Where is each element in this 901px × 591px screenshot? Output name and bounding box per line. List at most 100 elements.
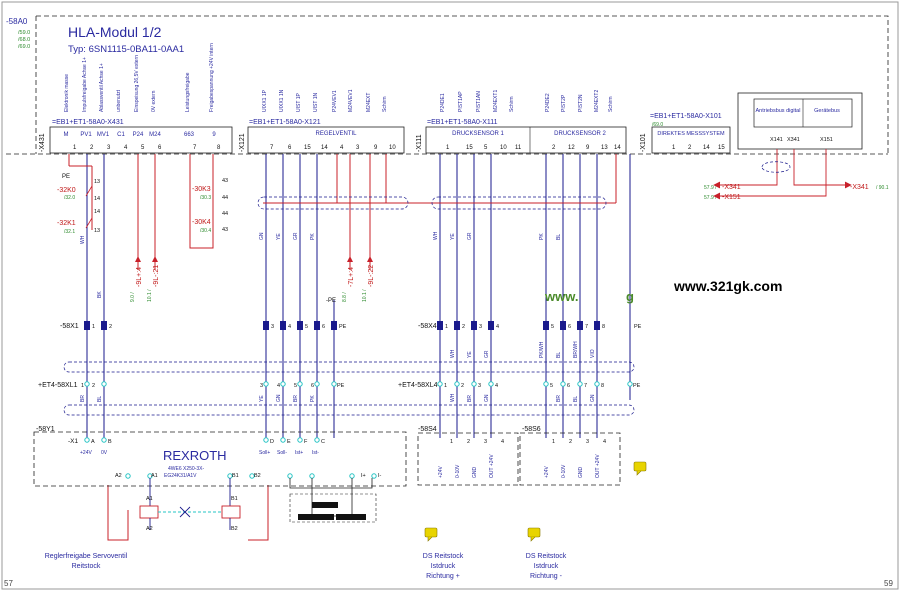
x431-pin-number: 5 — [141, 145, 145, 151]
note-icon[interactable] — [633, 461, 647, 476]
position-sensor-icon — [289, 478, 377, 523]
x111-id: -X111 — [416, 134, 423, 152]
x101-pin-number: 15 — [718, 145, 725, 151]
xl4-number: 5 — [550, 383, 553, 389]
x4-terminal-number: 8 — [602, 324, 605, 330]
x431-pin-number: 1 — [73, 145, 77, 151]
x4-terminal-id: -58X4 — [418, 323, 437, 330]
note-ds1-line: Richtung + — [426, 573, 460, 580]
xl4-number: 3 — [478, 383, 481, 389]
watermark-partial: www. — [544, 289, 578, 304]
note-regler-line: Reitstock — [72, 563, 101, 570]
wire-color: WH — [450, 393, 456, 402]
wire-color: GN — [590, 394, 596, 402]
x4-terminal-number: 4 — [496, 324, 499, 330]
x341-out-ref: / 90.1 — [876, 185, 889, 191]
valve-x2-pin: F — [304, 439, 308, 445]
x431-pin-number: 2 — [90, 145, 94, 151]
x121-block — [247, 126, 405, 154]
relay-k4-b: 43 — [222, 227, 228, 233]
x111-block — [425, 126, 627, 154]
xl4-id: +ET4-58XL4 — [398, 382, 438, 389]
x111-pin-number: 14 — [614, 145, 621, 151]
x431-pin-labels: M PV1 MV1 C1 P24 M24 663 9 — [64, 132, 217, 138]
x431-id: -X431 — [39, 133, 46, 152]
valve-port: A1 — [151, 473, 158, 479]
x121-pin-number: 15 — [304, 145, 311, 151]
xl1-number: 3 — [260, 383, 263, 389]
wire-color: BR/WH — [573, 341, 579, 358]
pe-label: -PE — [326, 298, 336, 304]
x111-signal-name: PIST2P — [561, 94, 567, 112]
module-frame — [35, 15, 889, 154]
note-icon[interactable] — [527, 527, 541, 542]
power-ref-label: -9L+:4 — [136, 267, 143, 287]
power-ref-label: -7L+:4 — [348, 267, 355, 287]
wire-color: WH — [450, 349, 456, 358]
wire-color: PK — [539, 233, 545, 240]
wire-color: YE — [276, 233, 282, 240]
x121-terminal-number: 6 — [322, 324, 325, 330]
xl1-number: 1 — [81, 383, 84, 389]
valve-port-lower: B2 — [231, 526, 238, 532]
x1-terminal-id: -58X1 — [60, 323, 79, 330]
valve-id: -58Y1 — [36, 426, 55, 433]
note-ds2-line: DS Reitstock — [526, 553, 567, 560]
terminal — [314, 321, 320, 330]
x341-in-label: -X341 — [722, 184, 741, 191]
note-ds2-line: Richtung - — [530, 573, 563, 580]
x111-signal-name: Schirm — [608, 96, 614, 112]
valve-x2-pin: D — [270, 439, 274, 445]
valve-port-lower: A1 — [146, 496, 153, 502]
wire-color: WH — [433, 231, 439, 240]
x431-block — [49, 126, 233, 154]
terminal — [84, 321, 90, 330]
x431-signal-name: Elektronik masse — [64, 74, 70, 112]
x431-pin-label: M24 — [149, 132, 161, 138]
terminal — [263, 321, 269, 330]
relay-k1-ref: /32.1 — [64, 229, 75, 235]
valve-port-lower: A2 — [146, 526, 153, 532]
x432-pin-number: 8 — [217, 145, 221, 151]
x431-signal-name: unbenutzt — [116, 89, 122, 112]
x121-signal-name: M24VEV1 — [348, 89, 354, 112]
wire-color: YE — [450, 233, 456, 240]
x431-pin-numbers: 1 2 3 4 5 6 7 8 — [73, 145, 221, 151]
relay-k3-id: -30K3 — [192, 186, 211, 193]
x111-signal-name: M24EXT1 — [493, 90, 499, 112]
x431-pin-label: M — [64, 132, 69, 138]
bus-box-outer — [737, 92, 863, 150]
xl4-number: 4 — [495, 383, 498, 389]
x432-pin-label: 9 — [212, 132, 216, 138]
note-icon[interactable] — [424, 527, 438, 542]
module-type: Typ: 6SN1115-0BA11-0AA1 — [68, 44, 184, 55]
sensor-s6-pin: 4 — [603, 439, 606, 445]
x121-pin-number: 3 — [356, 145, 360, 151]
bus-antriebsbus: Antriebsbus digital — [756, 108, 801, 114]
sheet-number-right: 59 — [884, 579, 893, 588]
wire-color: BL — [556, 352, 562, 358]
x431-pin-label: P24 — [133, 132, 144, 138]
x111-group-2: DRUCKSENSOR 2 — [554, 131, 606, 137]
x121-pin-numbers: 7 6 15 14 4 3 9 10 — [270, 145, 396, 151]
bus-shield-loop — [761, 161, 791, 173]
wire-color: YE — [467, 351, 473, 358]
terminal — [280, 321, 286, 330]
relay-k0-ref: /32.0 — [64, 195, 75, 201]
x431-pin-number: 4 — [124, 145, 128, 151]
sensor-s4-pin: 2 — [467, 439, 470, 445]
x432-pin-label: 663 — [184, 132, 195, 138]
x101-header: =EB1+ET1-58A0-X101 — [650, 113, 722, 120]
terminal — [101, 321, 107, 330]
xl1-id: +ET4-58XL1 — [38, 382, 78, 389]
xl4-number: 6 — [567, 383, 570, 389]
x111-pin-number: 2 — [552, 145, 556, 151]
x111-signal-name: M24EXT2 — [594, 90, 600, 112]
x4-terminal-number: 2 — [462, 324, 465, 330]
sensor-s6-label: 0-10V — [561, 464, 567, 478]
valve-port-lower: B1 — [231, 496, 238, 502]
terminal — [331, 321, 337, 330]
wire-color: VIO — [590, 349, 596, 358]
wire-color: PK — [310, 233, 316, 240]
